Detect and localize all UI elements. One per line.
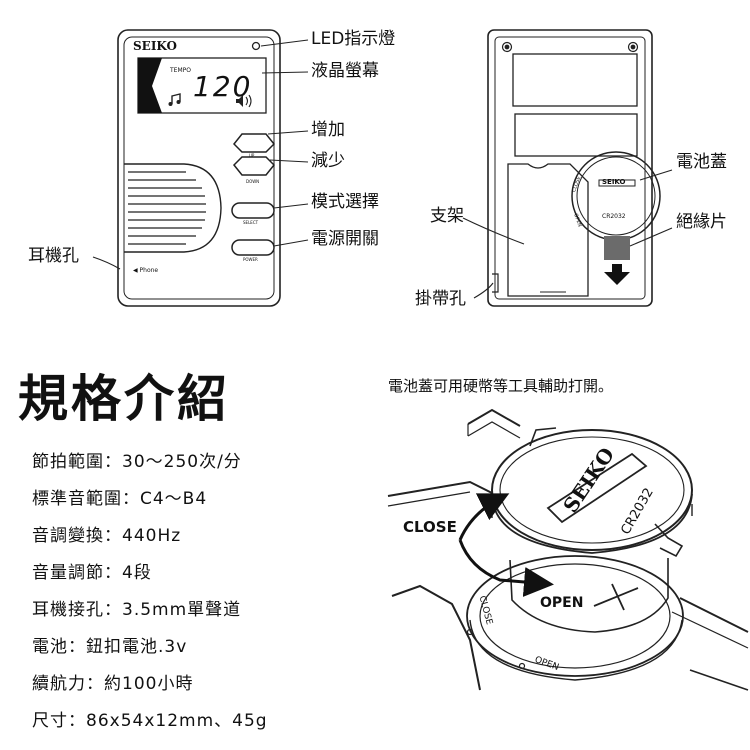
battery-cover-shape (571, 151, 661, 241)
closeup-close: CLOSE (403, 518, 457, 536)
power-button-shape (231, 239, 275, 256)
spec-item: 標準音範圍：C4～B4 (32, 489, 208, 509)
battery-note: 電池蓋可用硬幣等工具輔助打開。 (388, 377, 614, 395)
up-button-label: UP (249, 153, 255, 158)
back-leaders (462, 169, 673, 299)
back-brand: SEIKO (602, 178, 626, 186)
power-button-label: POWER (243, 257, 258, 262)
stand-shape (507, 163, 589, 297)
front-view (117, 29, 281, 307)
cover-top (491, 429, 693, 551)
spec-item: 音量調節：4段 (32, 563, 152, 583)
label-earphone: 耳機孔 (28, 246, 79, 266)
back-cell: CR2032 (602, 213, 626, 220)
label-lcd: 液晶螢幕 (311, 61, 379, 81)
coin-slot (546, 452, 648, 524)
rotate-arrow-open (458, 539, 554, 597)
select-button-shape (231, 202, 275, 219)
socket-ring (466, 555, 684, 677)
battery-closeup (387, 408, 749, 691)
label-power: 電源開關 (311, 229, 379, 249)
label-mode: 模式選擇 (311, 192, 379, 212)
down-button-shape (232, 156, 276, 176)
label-down: 減少 (311, 151, 345, 171)
led-dot (251, 41, 261, 51)
spec-item: 續航力：約100小時 (32, 674, 194, 694)
spec-title: 規格介紹 (18, 370, 230, 428)
label-battery-cover: 電池蓋 (676, 152, 727, 172)
spec-item: 音調變換：440Hz (32, 526, 182, 546)
label-led: LED指示燈 (311, 29, 396, 49)
lcd-value: 120 (193, 70, 253, 103)
open-cross (593, 583, 639, 611)
strap-hole-shape (492, 273, 499, 293)
label-stand: 支架 (430, 206, 464, 226)
lcd-tempo-label: TEMPO (170, 67, 191, 74)
insulator-shape (604, 236, 630, 260)
select-button-label: SELECT (243, 220, 259, 225)
rotate-arrow-close (458, 493, 510, 541)
spec-item: 耳機接孔：3.5mm單聲道 (32, 600, 242, 620)
spec-item: 電池：鈕扣電池.3v (32, 637, 188, 657)
pull-arrow-icon (604, 264, 630, 285)
up-button-shape (232, 133, 276, 153)
front-leaders (92, 39, 309, 270)
down-button-label: DOWN (246, 179, 260, 184)
label-strap: 掛帶孔 (415, 289, 466, 309)
phone-jack-label: ◀ Phone (133, 267, 159, 274)
spec-item: 尺寸：86x54x12mm、45g (32, 711, 268, 731)
back-view (487, 29, 661, 307)
closeup-open: OPEN (540, 595, 584, 611)
label-insulator: 絕緣片 (676, 212, 727, 232)
speaker-grille (128, 171, 206, 245)
label-up: 增加 (311, 120, 345, 140)
front-brand: SEIKO (133, 39, 177, 53)
spec-item: 節拍範圍：30～250次/分 (32, 452, 242, 472)
